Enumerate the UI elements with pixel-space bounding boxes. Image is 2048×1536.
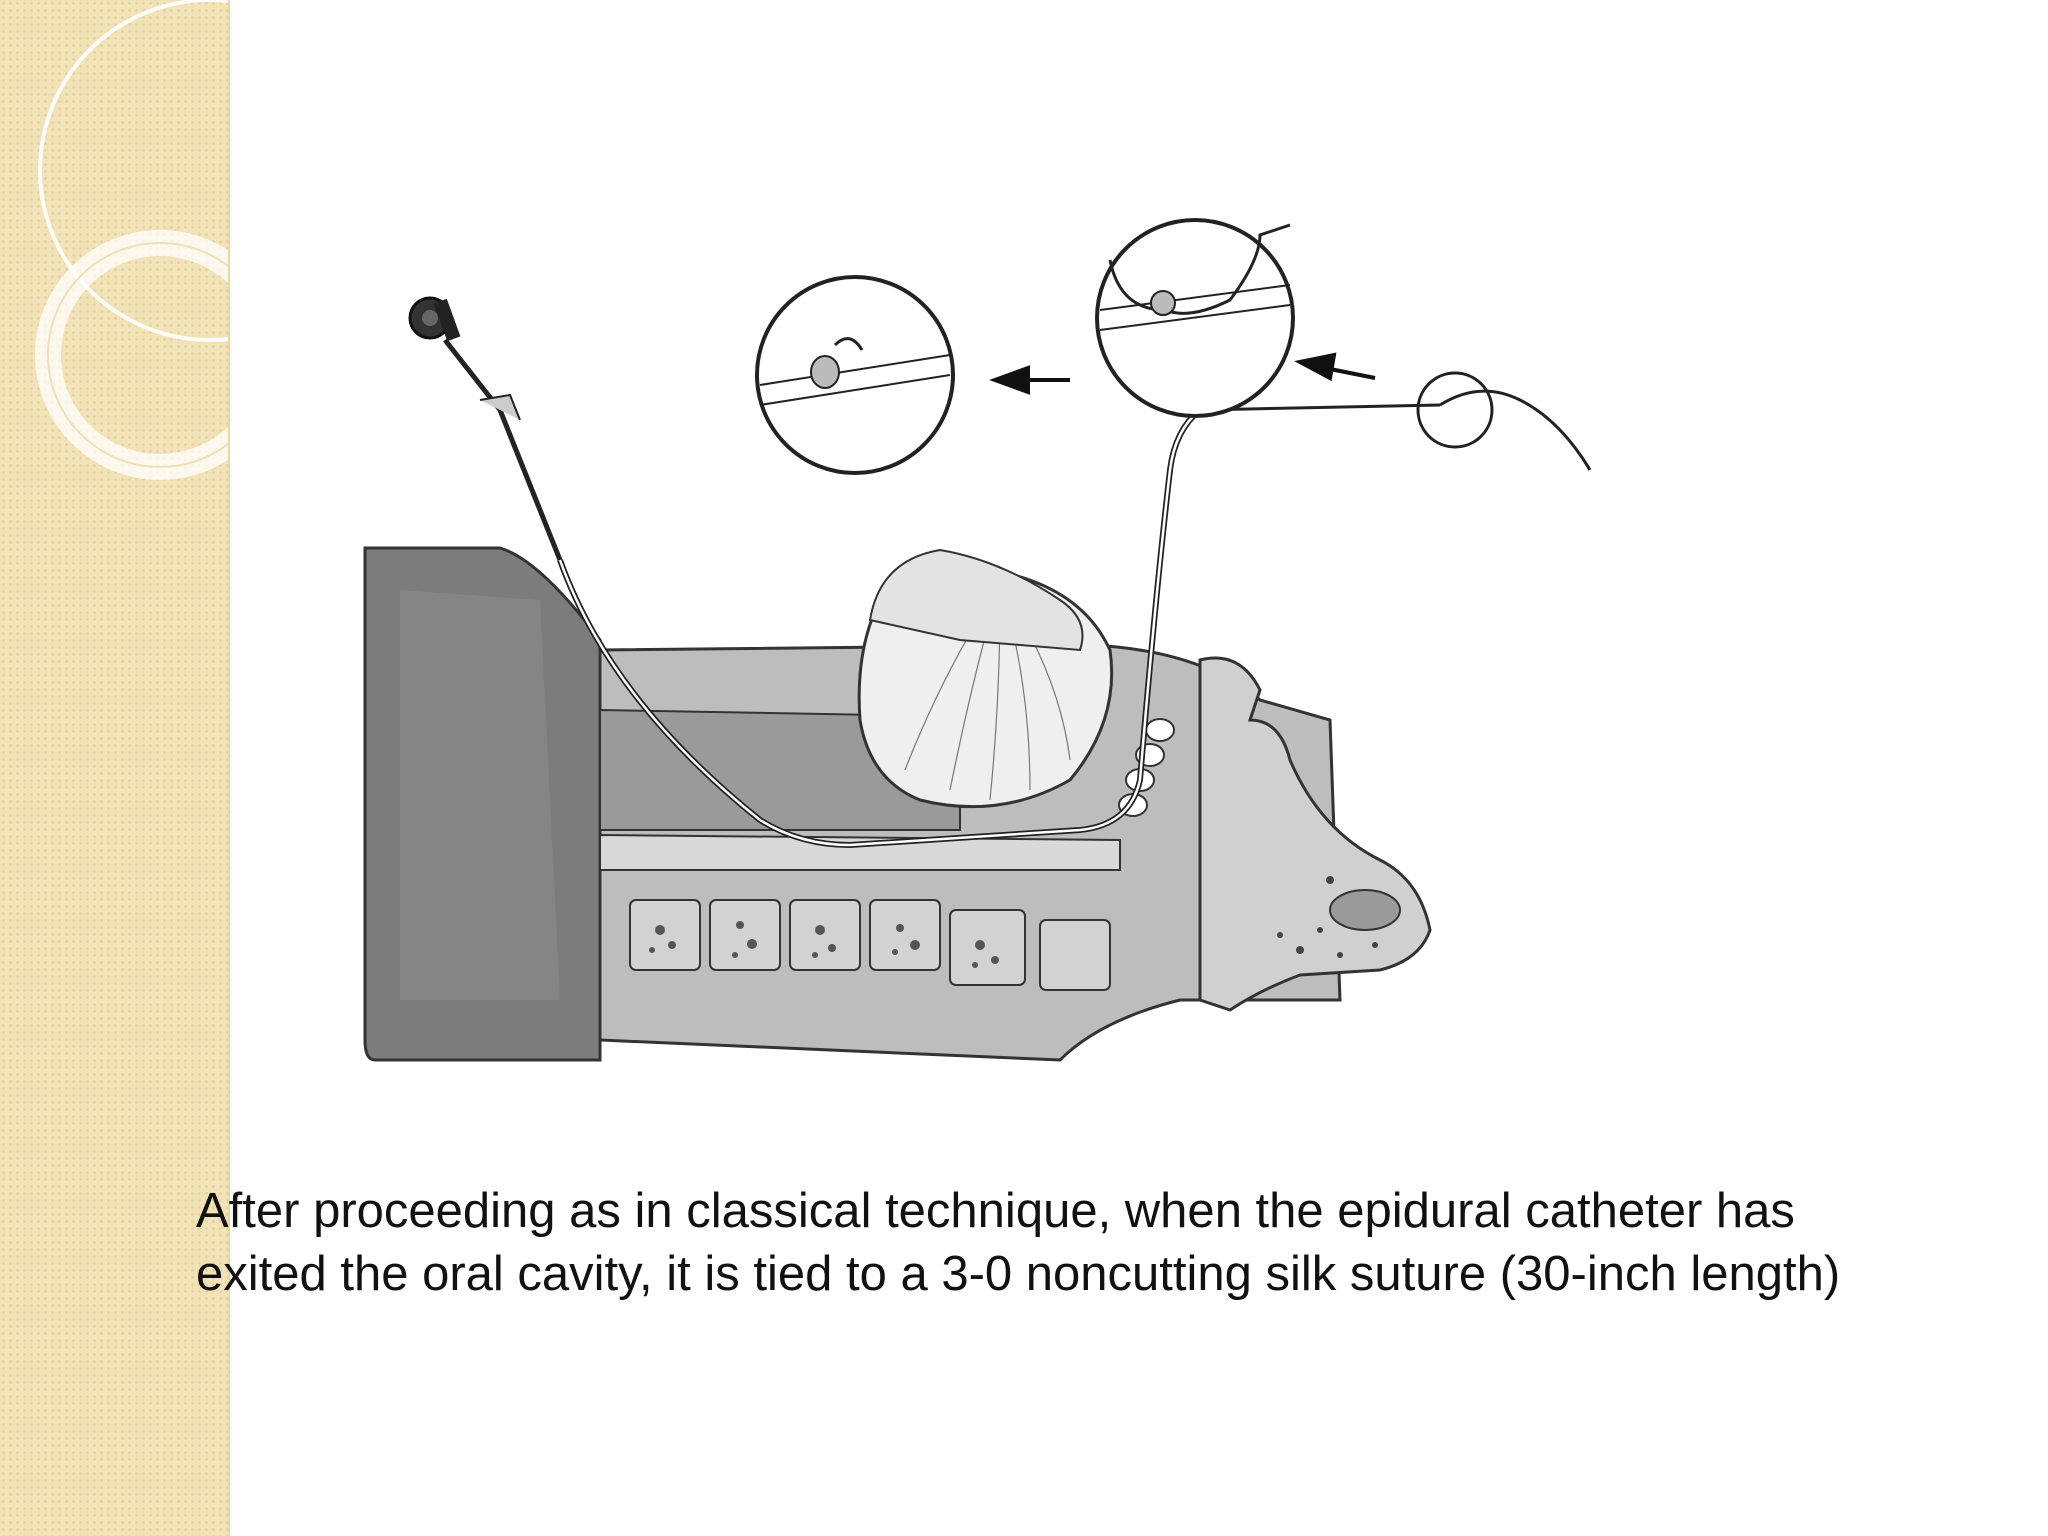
slide-caption: After proceeding as in classical techniq… [196, 1184, 1841, 1301]
arrow-left-icon-2 [1294, 352, 1376, 382]
catheter-hub-icon [408, 296, 461, 342]
face-profile [1198, 656, 1432, 1012]
arrow-left-icon [989, 365, 1070, 395]
knot-detail-small [1416, 371, 1494, 449]
anatomy-illustration [363, 218, 1592, 1062]
decorative-side-panel [0, 0, 230, 1536]
vertebrae [629, 899, 1111, 991]
knot-detail-large [755, 275, 955, 475]
silk-suture [1439, 389, 1592, 471]
decorative-rings-icon [35, 0, 228, 480]
